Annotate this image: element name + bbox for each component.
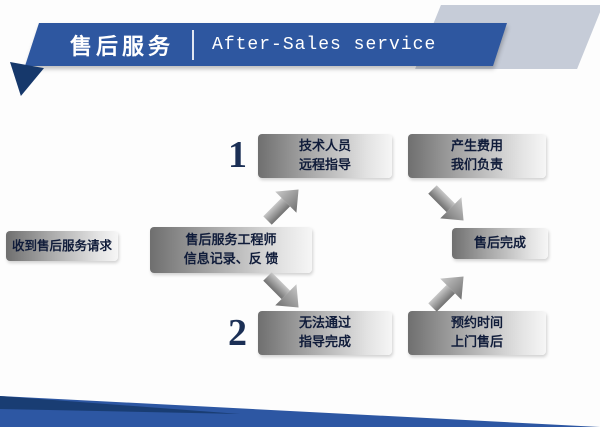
arrow-dispatcher-to-step1-icon (263, 189, 299, 225)
flow-node-finish-label: 售后完成 (473, 235, 526, 251)
arrow-step1result-to-finish-icon (428, 185, 464, 221)
flow-node-step2-line2: 指导完成 (298, 334, 351, 349)
flow-node-step2-result-line1: 预约时间 (450, 315, 503, 331)
flow-node-step1-result-line2: 我们负责 (450, 157, 503, 172)
flow-node-step1-line1: 技术人员 (298, 138, 351, 154)
header-accent-triangle (10, 62, 44, 96)
flow-node-dispatcher-line1: 售后服务工程师 (185, 232, 277, 248)
flow-node-start: 收到售后服务请求 (6, 231, 118, 261)
page-title: 售后服务 (70, 34, 175, 59)
flow-node-step2-line1: 无法通过 (298, 315, 351, 331)
footer-wedge-shape (0, 396, 600, 427)
header-text-group: 售后服务 After-Sales service (70, 26, 436, 64)
arrow-step2result-to-finish-icon (428, 276, 464, 312)
flow-node-dispatcher-line2: 信息记录、反 馈 (183, 251, 279, 266)
header-divider (192, 30, 195, 60)
flow-node-start-label: 收到售后服务请求 (11, 238, 112, 253)
flow-node-step2: 无法通过 指导完成 (258, 311, 392, 355)
flow-node-step1-result: 产生费用 我们负责 (408, 134, 546, 178)
flow-node-step2-result: 预约时间 上门售后 (408, 311, 546, 355)
flow-node-step1-result-line1: 产生费用 (450, 138, 503, 154)
flow-node-step2-result-line2: 上门售后 (450, 334, 503, 349)
arrow-dispatcher-to-step2-icon (263, 272, 299, 308)
flow-node-finish: 售后完成 (452, 228, 548, 259)
flow-node-step1-line2: 远程指导 (298, 157, 351, 172)
flow-node-dispatcher: 售后服务工程师 信息记录、反 馈 (150, 227, 312, 273)
flow-node-step1: 技术人员 远程指导 (258, 134, 392, 178)
step2-number: 2 (228, 312, 247, 354)
page-subtitle: After-Sales service (212, 35, 437, 55)
step1-number: 1 (228, 134, 247, 176)
